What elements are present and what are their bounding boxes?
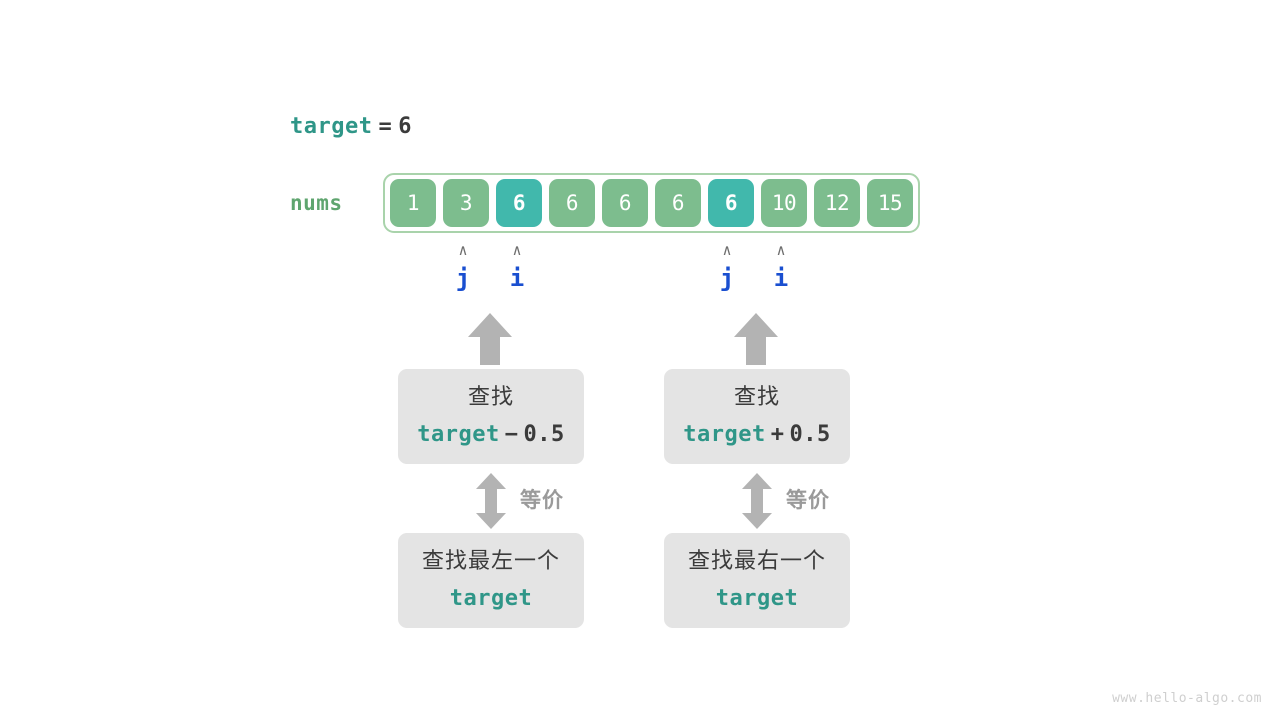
equivalence-arrow-icon-left <box>476 473 506 529</box>
right-formula-box: 查找 target+0.5 <box>664 369 850 464</box>
up-arrow-icon-right <box>734 313 778 365</box>
right-meaning-caption: 查找最右一个 <box>687 548 826 574</box>
array-cell: 3 <box>443 179 489 227</box>
up-arrow-icon-left <box>468 313 512 365</box>
target-variable-name: target <box>290 114 373 139</box>
left-formula-expression: target−0.5 <box>417 418 564 452</box>
right-formula-term: target <box>683 421 766 447</box>
array-cell: 6 <box>655 179 701 227</box>
pointer-label: j <box>455 264 471 292</box>
pointer-label: j <box>719 264 735 292</box>
target-value: 6 <box>398 114 412 139</box>
array-cell: 15 <box>867 179 913 227</box>
array-cell-highlighted: 6 <box>496 179 542 227</box>
array-container: 1 3 6 6 6 6 6 10 12 15 <box>383 173 920 233</box>
pointer-j-left: ∧ j <box>443 241 483 293</box>
left-formula-operator: − <box>504 421 519 447</box>
right-meaning-box: 查找最右一个 target <box>664 533 850 628</box>
array-cell: 10 <box>761 179 807 227</box>
right-meaning-term: target <box>715 585 799 611</box>
pointer-i-right: ∧ i <box>761 241 801 293</box>
target-declaration: target=6 <box>290 112 412 142</box>
array-label: nums <box>290 191 343 215</box>
left-meaning-caption: 查找最左一个 <box>421 548 560 574</box>
caret-icon: ∧ <box>722 241 732 259</box>
pointer-label: i <box>509 264 525 292</box>
array-cell: 6 <box>549 179 595 227</box>
right-formula-caption: 查找 <box>733 384 780 410</box>
array-cell: 12 <box>814 179 860 227</box>
right-formula-operator: + <box>770 421 785 447</box>
left-formula-box: 查找 target−0.5 <box>398 369 584 464</box>
left-formula-operand: 0.5 <box>523 421 565 447</box>
caret-icon: ∧ <box>458 241 468 259</box>
left-formula-caption: 查找 <box>467 384 514 410</box>
caret-icon: ∧ <box>776 241 786 259</box>
array-cell-highlighted: 6 <box>708 179 754 227</box>
array-cell: 6 <box>602 179 648 227</box>
caret-icon: ∧ <box>512 241 522 259</box>
right-formula-expression: target+0.5 <box>683 418 830 452</box>
watermark: www.hello-algo.com <box>1112 691 1262 706</box>
equivalence-arrow-icon-right <box>742 473 772 529</box>
array-cell: 1 <box>390 179 436 227</box>
pointer-label: i <box>773 264 789 292</box>
right-formula-operand: 0.5 <box>789 421 831 447</box>
equivalence-label-left: 等价 <box>520 488 564 512</box>
left-formula-term: target <box>417 421 500 447</box>
left-meaning-term: target <box>449 585 533 611</box>
pointer-j-right: ∧ j <box>707 241 747 293</box>
pointer-i-left: ∧ i <box>497 241 537 293</box>
left-meaning-box: 查找最左一个 target <box>398 533 584 628</box>
target-equals-sign: = <box>378 114 393 139</box>
equivalence-label-right: 等价 <box>786 488 830 512</box>
